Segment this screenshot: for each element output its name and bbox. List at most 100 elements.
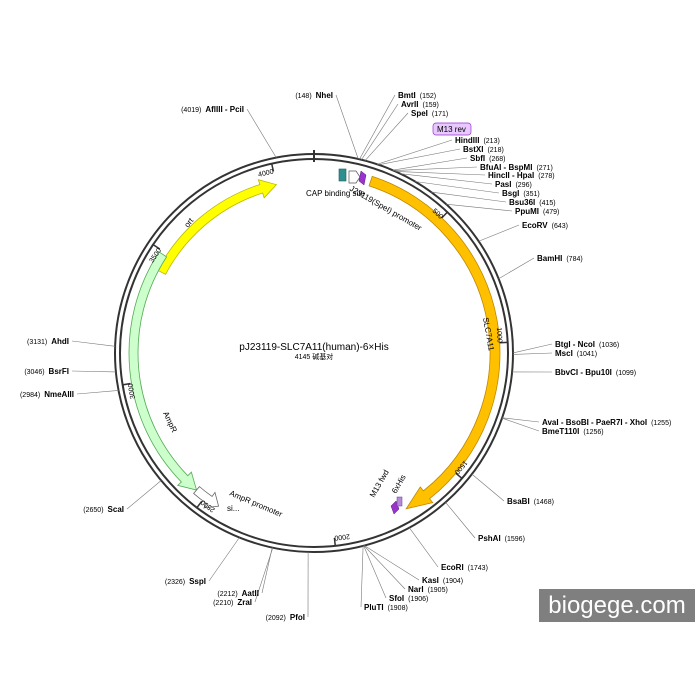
site-name: BstXI (463, 145, 483, 154)
site-name: AvrII (401, 100, 419, 109)
site-leader-msci (512, 352, 553, 355)
site-name: ZraI (237, 598, 252, 607)
site-position: (296) (515, 182, 531, 189)
site-position: (1908) (388, 605, 408, 612)
site-label-scai: (2650)ScaI (83, 505, 124, 514)
site-position: (1596) (505, 536, 525, 543)
site-position: (2326) (165, 579, 185, 586)
tick-label: 2000 (334, 532, 350, 541)
site-name: PfoI (290, 613, 305, 622)
site-position: (2210) (213, 600, 233, 607)
site-leader-ecori (409, 527, 439, 568)
tick-mark (152, 243, 161, 250)
site-position: (171) (432, 111, 448, 118)
site-position: (1255) (651, 420, 671, 427)
tick-mark (333, 537, 337, 546)
feature-arrow-ampr-promoter (193, 486, 220, 509)
site-name: AatII (242, 589, 259, 598)
site-label-afliii-pcii: (4019)AflIII - PciI (181, 105, 244, 114)
site-label-spei: SpeI (171) (411, 109, 448, 118)
site-name: BbvCI - Bpu10I (555, 368, 612, 377)
site-position: (1041) (577, 351, 597, 358)
site-name: NarI (408, 585, 424, 594)
tick-mark (441, 211, 448, 219)
ampr-label: AmpR (161, 410, 179, 434)
cap-binding-site-box (338, 168, 347, 182)
site-label-nmeaiii: (2984)NmeAIII (20, 390, 74, 399)
site-leader-kasi (364, 545, 420, 581)
his-tag: 6xHis (390, 473, 408, 507)
site-name: EcoRI (441, 563, 464, 572)
cap-binding-site-label: CAP binding site (306, 189, 366, 198)
m13-fwd-label: M13 fwd (368, 468, 391, 499)
site-name: AflIII - PciI (205, 105, 244, 114)
site-name: BtgI - NcoI (555, 340, 595, 349)
site-label-pshai: PshAI (1596) (478, 534, 525, 543)
site-position: (2092) (266, 615, 286, 622)
site-label-kasi: KasI(1904) (422, 576, 463, 585)
site-label-ahdi: (3131)AhdI (27, 337, 69, 346)
site-leader-hincii-hpai (395, 171, 486, 176)
site-label-bmet110i: BmeT110I(1256) (542, 427, 604, 436)
cap-binding-site: CAP binding site (306, 168, 366, 198)
site-leader-bsu36i (431, 191, 507, 203)
site-name: BsaBI (507, 497, 530, 506)
site-label-sbfi: SbfI(268) (470, 154, 505, 163)
site-leader-hindiii (377, 139, 453, 165)
site-leader-nhei (335, 94, 359, 160)
site-position: (152) (420, 93, 436, 100)
site-name: KasI (422, 576, 439, 585)
plasmid-size: 4145 碱基对 (295, 352, 334, 361)
backbone-inner-ring (119, 158, 509, 548)
his-tag-box (396, 496, 403, 507)
site-label-hindiii: HindIII(213) (455, 136, 500, 145)
site-position: (2650) (83, 507, 103, 514)
site-leader-ecorv (478, 224, 520, 242)
site-position: (2212) (217, 591, 237, 598)
site-position: (148) (295, 93, 311, 100)
his-tag-label: 6xHis (390, 473, 408, 495)
site-leader-btgi-ncoi (512, 343, 553, 354)
site-name: SpeI (411, 109, 428, 118)
site-name: BsgI (502, 189, 519, 198)
site-label-bfuai-bspmi: BfuAI - BspMI(271) (480, 163, 553, 172)
site-position: (351) (523, 191, 539, 198)
site-label-bamhi: BamHI(784) (537, 254, 583, 263)
site-name: NmeAIII (44, 390, 74, 399)
site-leader-sbfi (392, 157, 468, 171)
features-layer (128, 175, 501, 510)
plasmid-title: pJ23119-SLC7A11(human)-6×His (239, 342, 388, 353)
site-leader-bamhi (498, 257, 535, 280)
site-leader-aatii (261, 547, 273, 594)
site-label-pluti: PluTI (1908) (364, 603, 408, 612)
backbone-outer-ring (114, 153, 514, 553)
site-position: (1256) (583, 429, 603, 436)
watermark: biogege.com (539, 589, 695, 622)
site-position: (159) (423, 102, 439, 109)
site-name: AhdI (51, 337, 69, 346)
site-position: (278) (538, 173, 554, 180)
site-position: (268) (489, 156, 505, 163)
site-leader-scai (126, 480, 162, 510)
site-name: PluTI (364, 603, 384, 612)
site-name: PshAI (478, 534, 501, 543)
si-label: si... (227, 504, 239, 513)
m13-rev-primer: M13 rev (358, 122, 472, 186)
site-leader-nmeaiii (76, 390, 119, 395)
site-leader-bmet110i (501, 417, 540, 432)
site-name: HincII - HpaI (488, 171, 534, 180)
site-position: (1743) (468, 565, 488, 572)
tick-label: 3000 (128, 383, 137, 400)
site-name: BsrFI (49, 367, 69, 376)
site-name: HindIII (455, 136, 479, 145)
feature-arrow-ampr (128, 251, 198, 491)
site-leader-sfoi (363, 545, 387, 599)
site-leader-bstxi (378, 148, 461, 166)
site-name: NheI (316, 91, 333, 100)
site-leader-bmti (359, 94, 396, 160)
site-label-bbvci-bpu10i: BbvCI - Bpu10I(1099) (555, 368, 636, 377)
site-label-pasi: PasI(296) (495, 180, 532, 189)
site-leader-ahdi (71, 340, 116, 347)
